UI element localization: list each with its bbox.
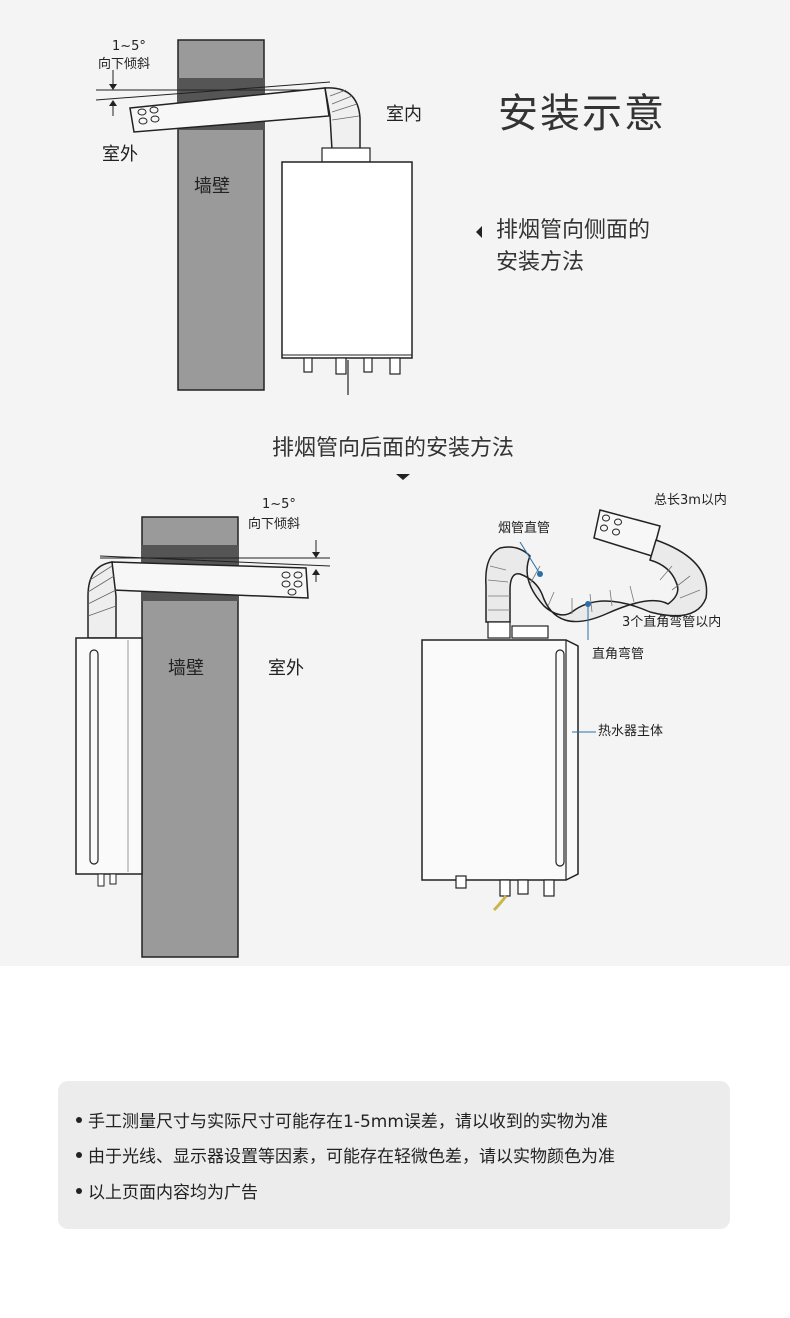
callout-elbow-count: 3个直角弯管以内 bbox=[622, 615, 722, 630]
note-item: 以上页面内容均为广告 bbox=[76, 1178, 258, 1203]
flexible-elbow-pipe bbox=[485, 539, 708, 623]
top-slope-reference bbox=[95, 81, 331, 101]
bottom-outdoor-label: 室外 bbox=[268, 658, 304, 679]
heater-main-body bbox=[421, 639, 579, 881]
rear-method-heading: 排烟管向后面的安装方法 bbox=[272, 436, 515, 461]
heading-down-arrow bbox=[396, 474, 410, 480]
callout-straight-pipe: 烟管直管 bbox=[498, 521, 551, 536]
top-flue-pipe bbox=[129, 87, 330, 133]
top-slope-label: 向下倾斜 bbox=[98, 57, 151, 72]
note-item: 由于光线、显示器设置等因素，可能存在轻微色差，请以实物颜色为准 bbox=[76, 1142, 615, 1167]
bullet-icon bbox=[76, 1188, 82, 1194]
side-method-arrow bbox=[476, 226, 482, 238]
bottom-wall-label: 墙壁 bbox=[168, 658, 204, 679]
outlet-pipe bbox=[593, 509, 661, 557]
side-method-line2: 安装方法 bbox=[496, 250, 585, 275]
callout-straight-pipe-line bbox=[519, 541, 541, 575]
bottom-slope-label: 向下倾斜 bbox=[248, 517, 301, 532]
top-wall-label: 墙壁 bbox=[194, 176, 230, 197]
top-heater-valves bbox=[303, 357, 401, 375]
bottom-left-elbow bbox=[87, 561, 117, 639]
note-item: 手工测量尺寸与实际尺寸可能存在1-5mm误差，请以收到的实物为准 bbox=[76, 1107, 608, 1132]
side-method-line1: 排烟管向侧面的 bbox=[496, 218, 651, 243]
page-title: 安装示意 bbox=[498, 91, 666, 137]
bottom-left-heater bbox=[75, 637, 143, 875]
heater-valves bbox=[455, 875, 555, 897]
callout-total-length: 总长3m以内 bbox=[654, 493, 727, 508]
top-heater-body bbox=[281, 161, 413, 359]
top-elbow bbox=[324, 87, 361, 151]
top-angle-label: 1~5° bbox=[112, 39, 146, 54]
installation-illustration bbox=[75, 39, 708, 958]
top-outdoor-label: 室外 bbox=[102, 144, 138, 165]
top-indoor-label: 室内 bbox=[386, 104, 422, 125]
disclaimer-box: 手工测量尺寸与实际尺寸可能存在1-5mm误差，请以收到的实物为准 由于光线、显示… bbox=[58, 1081, 730, 1229]
bullet-icon bbox=[76, 1117, 82, 1123]
bottom-angle-label: 1~5° bbox=[262, 497, 296, 512]
callout-elbow: 直角弯管 bbox=[592, 647, 645, 662]
bullet-icon bbox=[76, 1152, 82, 1158]
callout-heater-body: 热水器主体 bbox=[598, 724, 664, 739]
